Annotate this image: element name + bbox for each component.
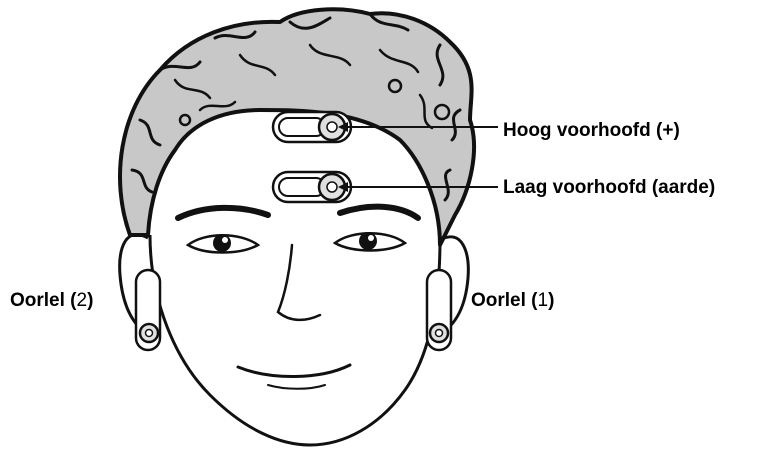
leader-low (338, 182, 498, 192)
label-low-forehead: Laag voorhoofd (aarde) (503, 178, 715, 197)
mouth (238, 365, 350, 377)
right-eyebrow (340, 207, 418, 218)
nose (278, 245, 320, 320)
left-eyebrow (178, 208, 268, 218)
right-eye (335, 232, 405, 251)
label-earlobe-left: Oorlel (2) (10, 291, 93, 310)
ear-clip-right (427, 270, 451, 350)
face-outline (150, 235, 440, 445)
left-eye (188, 234, 258, 253)
ear-clip-left (136, 270, 160, 350)
label-earlobe-right: Oorlel (1) (471, 291, 554, 310)
label-high-forehead: Hoog voorhoofd (+) (503, 121, 680, 140)
